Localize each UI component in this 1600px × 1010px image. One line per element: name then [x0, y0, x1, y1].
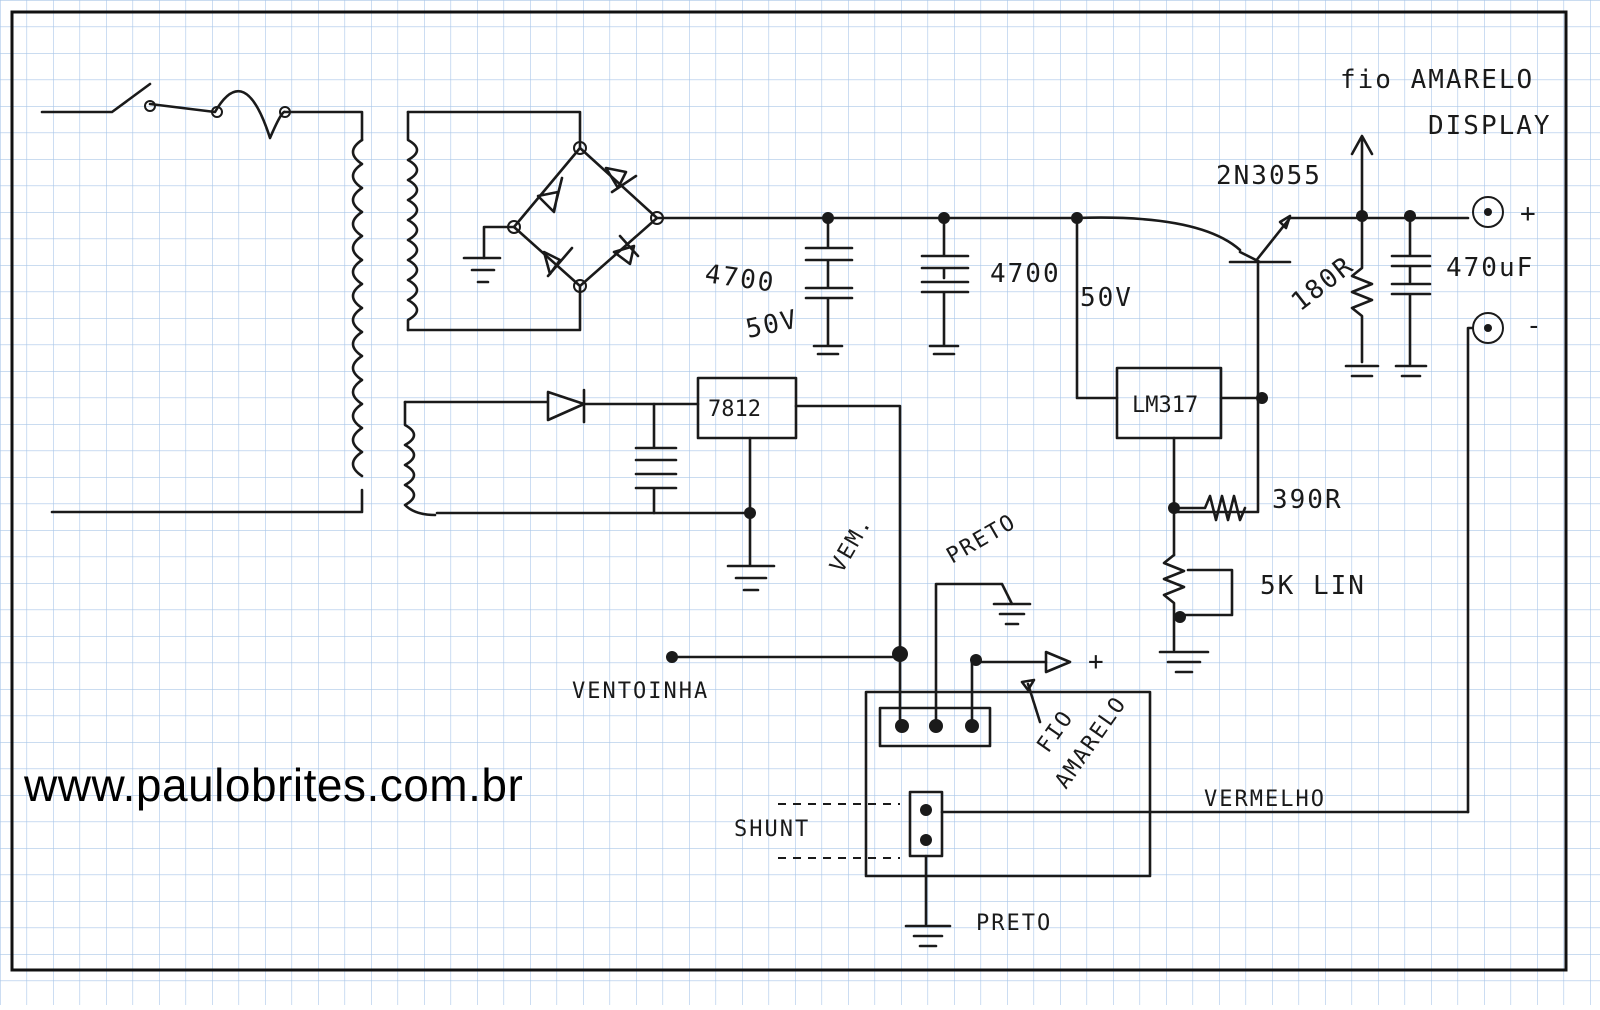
label-plus-output: +	[1520, 199, 1538, 229]
output-stage	[1344, 134, 1504, 814]
page-frame	[10, 10, 1568, 972]
main-rail	[655, 216, 1242, 252]
potentiometer-5k	[1158, 553, 1234, 674]
label-preto-bottom: PRETO	[976, 911, 1052, 936]
bridge-rectifier	[462, 141, 664, 293]
label-lm317: LM317	[1132, 393, 1198, 418]
resistor-390r	[1172, 494, 1247, 522]
label-minus-output: -	[1526, 311, 1544, 341]
label-7812: 7812	[708, 397, 761, 422]
label-pot-5k: 5K LIN	[1260, 571, 1366, 601]
label-shunt: SHUNT	[734, 817, 810, 842]
label-cap2-value: 4700	[990, 259, 1061, 289]
meter-wiring	[666, 582, 1470, 948]
capacitor-4700-1	[804, 212, 854, 356]
label-fio-amarelo-display-1: fio AMARELO	[1340, 65, 1534, 95]
aux-supply-7812	[403, 376, 902, 654]
label-cap2-voltage: 50V	[1080, 283, 1133, 313]
transformer-secondary-main	[406, 110, 582, 332]
capacitor-4700-2	[920, 212, 970, 356]
transformer-primary	[351, 138, 364, 478]
label-vermelho: VERMELHO	[1204, 787, 1326, 812]
label-cap-470: 470uF	[1446, 253, 1534, 283]
label-plus-meter: +	[1088, 647, 1106, 677]
label-resistor-390: 390R	[1272, 485, 1343, 515]
label-transistor: 2N3055	[1216, 161, 1322, 191]
mains-switch-fuse	[40, 82, 364, 514]
website-watermark: www.paulobrites.com.br	[24, 759, 524, 811]
label-fio-amarelo-display-2: DISPLAY	[1428, 111, 1552, 141]
label-ventoinha: VENTOINHA	[572, 679, 709, 704]
regulator-lm317	[1075, 216, 1268, 557]
